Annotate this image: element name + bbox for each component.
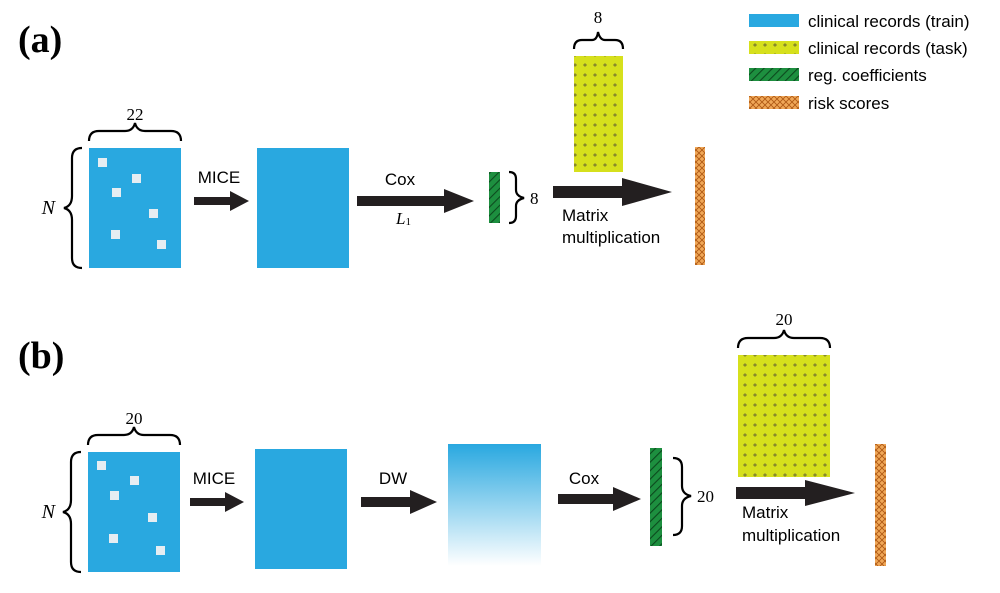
brace-top-b bbox=[86, 426, 182, 446]
coef-count-a: 8 bbox=[530, 189, 539, 208]
brace-left-b bbox=[62, 450, 82, 574]
missing-cell bbox=[111, 230, 120, 239]
coef-vector-a bbox=[489, 172, 500, 223]
matmul-label-a-line2: multiplication bbox=[562, 228, 660, 247]
missing-cell bbox=[156, 546, 165, 555]
imputed-matrix-a bbox=[257, 148, 349, 268]
brace-coef-b bbox=[672, 456, 692, 537]
mice-label-a: MICE bbox=[198, 168, 241, 187]
coef-vector-b bbox=[650, 448, 662, 546]
cox-label-a: Cox bbox=[385, 170, 416, 189]
feature-count-b: 20 bbox=[126, 409, 143, 428]
panel-b-label: (b) bbox=[18, 335, 64, 377]
legend: clinical records (train) clinical record… bbox=[749, 12, 970, 113]
matmul-arrow-b bbox=[736, 480, 855, 506]
task-count-b: 20 bbox=[776, 310, 793, 329]
legend-label-train: clinical records (train) bbox=[808, 12, 970, 31]
dw-label-b: DW bbox=[379, 469, 407, 488]
n-label-a: N bbox=[41, 197, 57, 219]
legend-swatch-risk bbox=[749, 96, 799, 109]
panel-a-label: (a) bbox=[18, 19, 62, 61]
task-matrix-a bbox=[574, 56, 623, 172]
mice-arrow-b bbox=[190, 492, 244, 512]
brace-coef-a bbox=[508, 170, 525, 225]
panel-a: (a) 22 N MICE Cox L1 8 bbox=[18, 8, 705, 270]
missing-cell bbox=[112, 188, 121, 197]
missing-cell bbox=[97, 461, 106, 470]
missing-cell bbox=[130, 476, 139, 485]
missing-cell bbox=[149, 209, 158, 218]
panel-b: (b) 20 N MICE DW Cox bbox=[18, 310, 886, 574]
missing-cell bbox=[148, 513, 157, 522]
legend-label-risk: risk scores bbox=[808, 94, 889, 113]
feature-count-a: 22 bbox=[127, 105, 144, 124]
brace-task-b bbox=[736, 329, 832, 349]
n-label-b: N bbox=[41, 501, 57, 523]
task-matrix-b bbox=[738, 355, 830, 477]
brace-left-a bbox=[63, 146, 83, 270]
missing-cell bbox=[157, 240, 166, 249]
brace-task-a bbox=[572, 31, 625, 50]
risk-scores-a bbox=[695, 147, 705, 265]
matmul-label-b-line1: Matrix bbox=[742, 503, 789, 522]
legend-swatch-coef bbox=[749, 68, 799, 81]
cox-arrow-a bbox=[357, 189, 474, 213]
missing-cell bbox=[132, 174, 141, 183]
train-matrix-a bbox=[89, 148, 181, 268]
legend-swatch-train bbox=[749, 14, 799, 27]
missing-cell bbox=[110, 491, 119, 500]
cox-arrow-b bbox=[558, 487, 641, 511]
matmul-label-b-line2: multiplication bbox=[742, 526, 840, 545]
dw-arrow-b bbox=[361, 490, 437, 514]
imputed-matrix-b bbox=[255, 449, 347, 569]
cox-label-b: Cox bbox=[569, 469, 600, 488]
brace-top-a bbox=[87, 122, 183, 142]
mice-arrow-a bbox=[194, 191, 249, 211]
l1-label-a: L1 bbox=[395, 209, 411, 228]
weighted-matrix-b bbox=[448, 444, 541, 566]
matmul-arrow-a bbox=[553, 178, 672, 206]
missing-cell bbox=[109, 534, 118, 543]
legend-label-coef: reg. coefficients bbox=[808, 66, 927, 85]
train-matrix-b bbox=[88, 452, 180, 572]
mice-label-b: MICE bbox=[193, 469, 236, 488]
risk-scores-b bbox=[875, 444, 886, 566]
missing-cell bbox=[98, 158, 107, 167]
matmul-label-a-line1: Matrix bbox=[562, 206, 609, 225]
coef-count-b: 20 bbox=[697, 487, 714, 506]
legend-swatch-task bbox=[749, 41, 799, 54]
legend-label-task: clinical records (task) bbox=[808, 39, 968, 58]
task-count-a: 8 bbox=[594, 8, 603, 27]
